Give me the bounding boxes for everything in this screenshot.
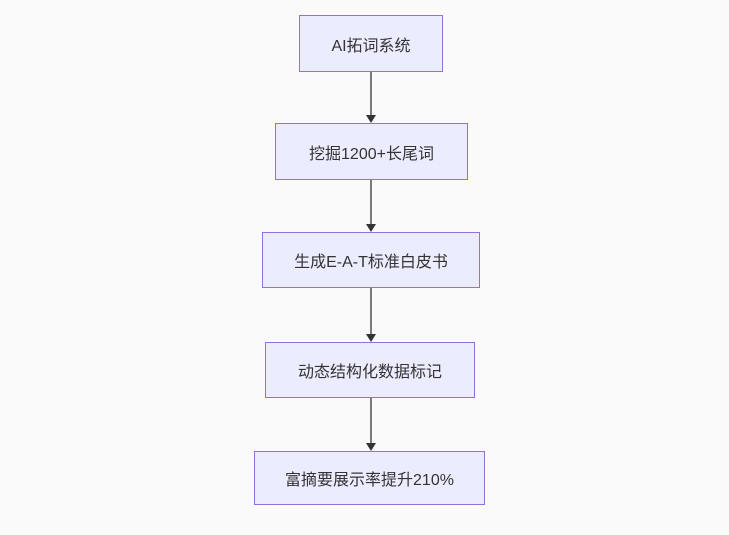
connector-line (370, 398, 372, 444)
flow-node-structured-data: 动态结构化数据标记 (265, 342, 475, 398)
arrow-down-icon (366, 334, 376, 342)
flow-node-longtail-mining: 挖掘1200+长尾词 (275, 123, 468, 180)
flow-connector-4 (366, 398, 376, 451)
flow-node-label: 挖掘1200+长尾词 (309, 145, 434, 163)
connector-line (370, 180, 372, 225)
arrow-down-icon (366, 443, 376, 451)
flow-connector-3 (366, 288, 376, 342)
arrow-down-icon (366, 224, 376, 232)
arrow-down-icon (366, 115, 376, 123)
flow-node-eat-whitepaper: 生成E-A-T标准白皮书 (262, 232, 480, 288)
flow-connector-1 (366, 72, 376, 123)
flow-node-label: 动态结构化数据标记 (297, 364, 442, 381)
flow-node-label: 生成E-A-T标准白皮书 (294, 254, 448, 271)
connector-line (370, 72, 372, 116)
flow-node-rich-snippet-result: 富摘要展示率提升210% (254, 451, 485, 505)
flow-node-label: AI拓词系统 (331, 37, 411, 55)
flow-connector-2 (366, 180, 376, 232)
connector-line (370, 288, 372, 335)
flow-node-label: 富摘要展示率提升210% (285, 472, 454, 489)
flow-node-ai-word-expansion: AI拓词系统 (299, 15, 443, 72)
